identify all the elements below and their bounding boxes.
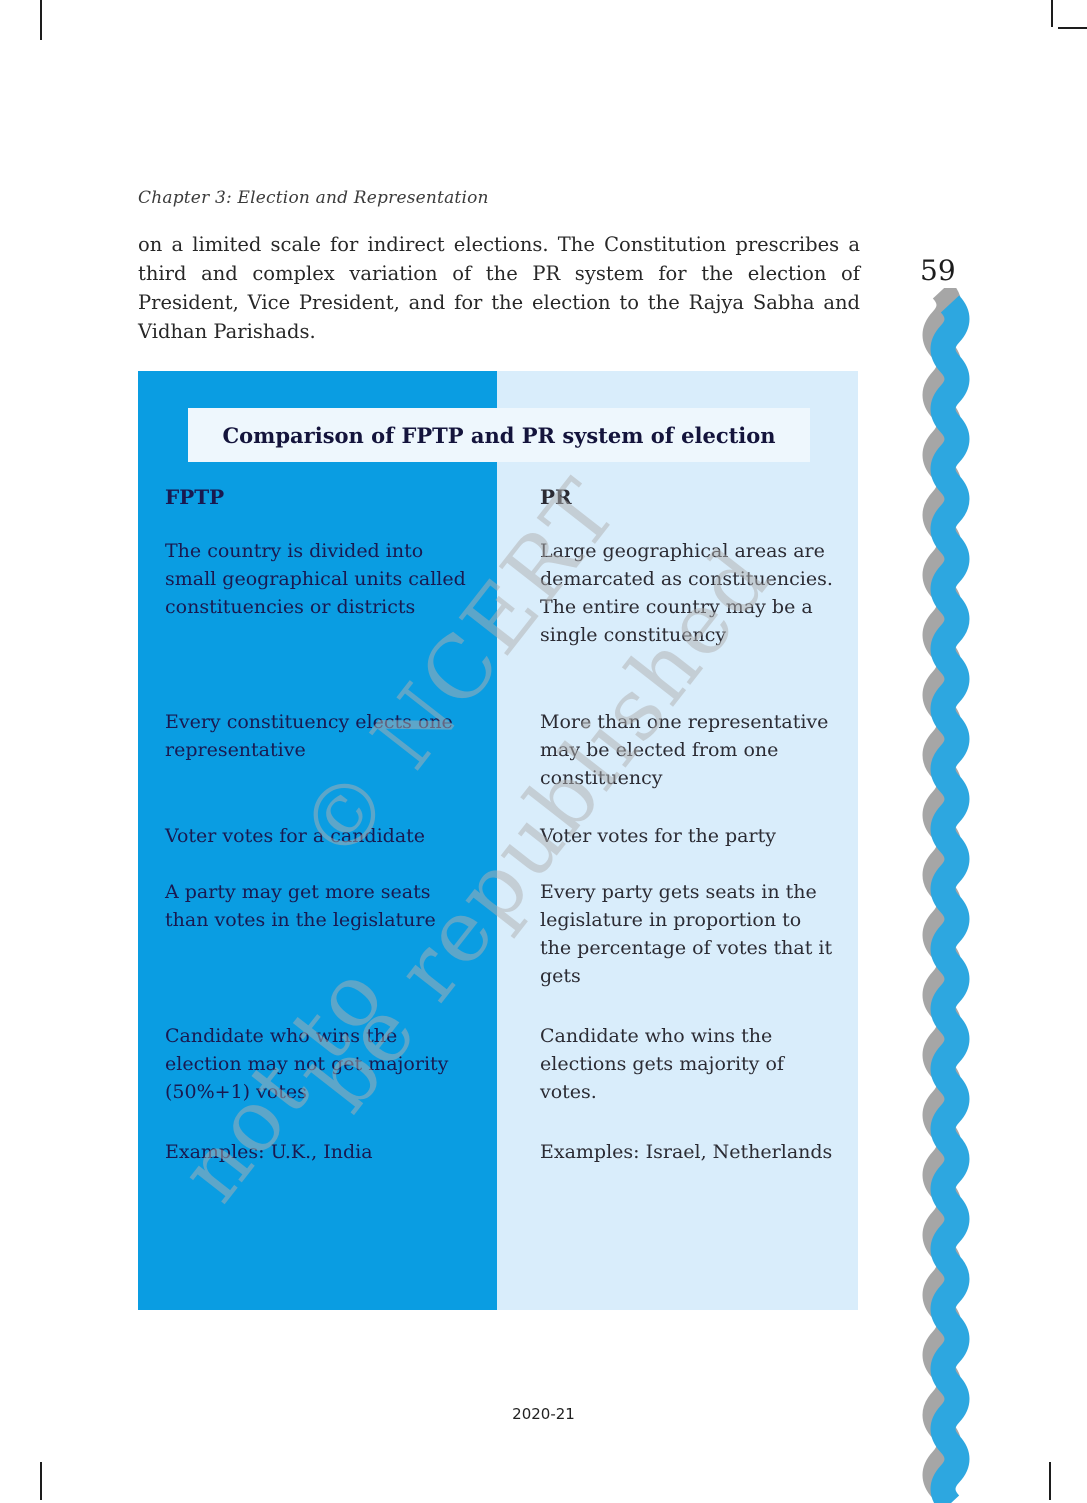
fptp-cell: Voter votes for a candidate: [165, 825, 426, 847]
cropmark-top-right-horizontal: [1058, 27, 1087, 29]
fptp-cell: Candidate who wins the election may not …: [165, 1025, 449, 1103]
decorative-ribbon: [922, 288, 970, 1503]
pr-cell: More than one representative may be elec…: [540, 711, 829, 789]
pr-cell: Candidate who wins the elections gets ma…: [540, 1025, 784, 1103]
table-row: A party may get more seats than votes in…: [138, 878, 858, 1022]
comparison-grid: FPTP PR The country is divided into smal…: [138, 483, 858, 1166]
fptp-cell: A party may get more seats than votes in…: [165, 881, 436, 931]
ribbon-front: [930, 295, 970, 1503]
table-row: Every constituency elects one representa…: [138, 708, 858, 822]
cropmark-top-right-vertical: [1051, 0, 1053, 27]
pr-header: PR: [540, 485, 572, 509]
table-row: Candidate who wins the election may not …: [138, 1022, 858, 1138]
cropmark-bottom-left: [40, 1462, 42, 1500]
fptp-cell: Examples: U.K., India: [165, 1141, 373, 1163]
pr-cell: Every party gets seats in the legislatur…: [540, 881, 833, 987]
intro-paragraph: on a limited scale for indirect election…: [138, 233, 860, 343]
footer-year: 2020-21: [512, 1405, 575, 1423]
pr-cell: Examples: Israel, Netherlands: [540, 1141, 833, 1163]
fptp-header: FPTP: [165, 485, 225, 509]
table-row: Examples: U.K., India Examples: Israel, …: [138, 1138, 858, 1166]
page-number: 59: [920, 254, 956, 287]
cropmark-bottom-right: [1049, 1462, 1051, 1500]
fptp-cell: The country is divided into small geogra…: [165, 540, 466, 618]
pr-cell: Voter votes for the party: [540, 825, 776, 847]
chapter-header: Chapter 3: Election and Representation: [138, 188, 489, 208]
table-header-row: FPTP PR: [138, 483, 858, 537]
comparison-title: Comparison of FPTP and PR system of elec…: [188, 408, 810, 462]
table-row: Voter votes for a candidate Voter votes …: [138, 822, 858, 878]
comparison-table: Comparison of FPTP and PR system of elec…: [138, 371, 858, 1310]
cropmark-top-left: [40, 0, 42, 40]
fptp-cell: Every constituency elects one representa…: [165, 711, 453, 761]
table-row: The country is divided into small geogra…: [138, 537, 858, 708]
pr-cell: Large geographical areas are demarcated …: [540, 540, 833, 646]
